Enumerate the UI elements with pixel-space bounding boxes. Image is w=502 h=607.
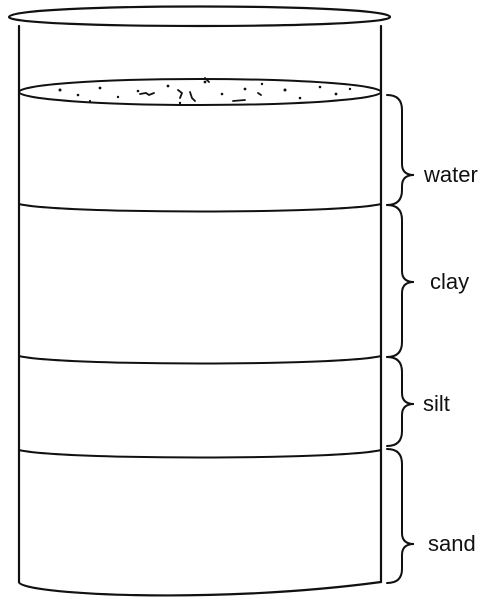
clay-label: clay (430, 269, 469, 294)
sand-label: sand (428, 531, 476, 556)
jar-bottom (17, 580, 383, 597)
jar-rim (7, 5, 392, 28)
floating-particles (58, 80, 352, 105)
silt-label: silt (423, 391, 450, 416)
silt-brace (386, 356, 415, 447)
silt-sand-boundary (18, 449, 382, 459)
layer-braces (386, 94, 415, 584)
layer-boundaries (18, 203, 382, 459)
water-clay-boundary (18, 203, 382, 213)
jar (7, 5, 392, 597)
clay-brace (386, 204, 415, 358)
sand-brace (386, 448, 415, 584)
water-brace (386, 94, 415, 206)
water-surface (18, 77, 382, 106)
water-label: water (423, 162, 478, 187)
floating-debris (139, 77, 262, 102)
clay-silt-boundary (18, 355, 382, 365)
